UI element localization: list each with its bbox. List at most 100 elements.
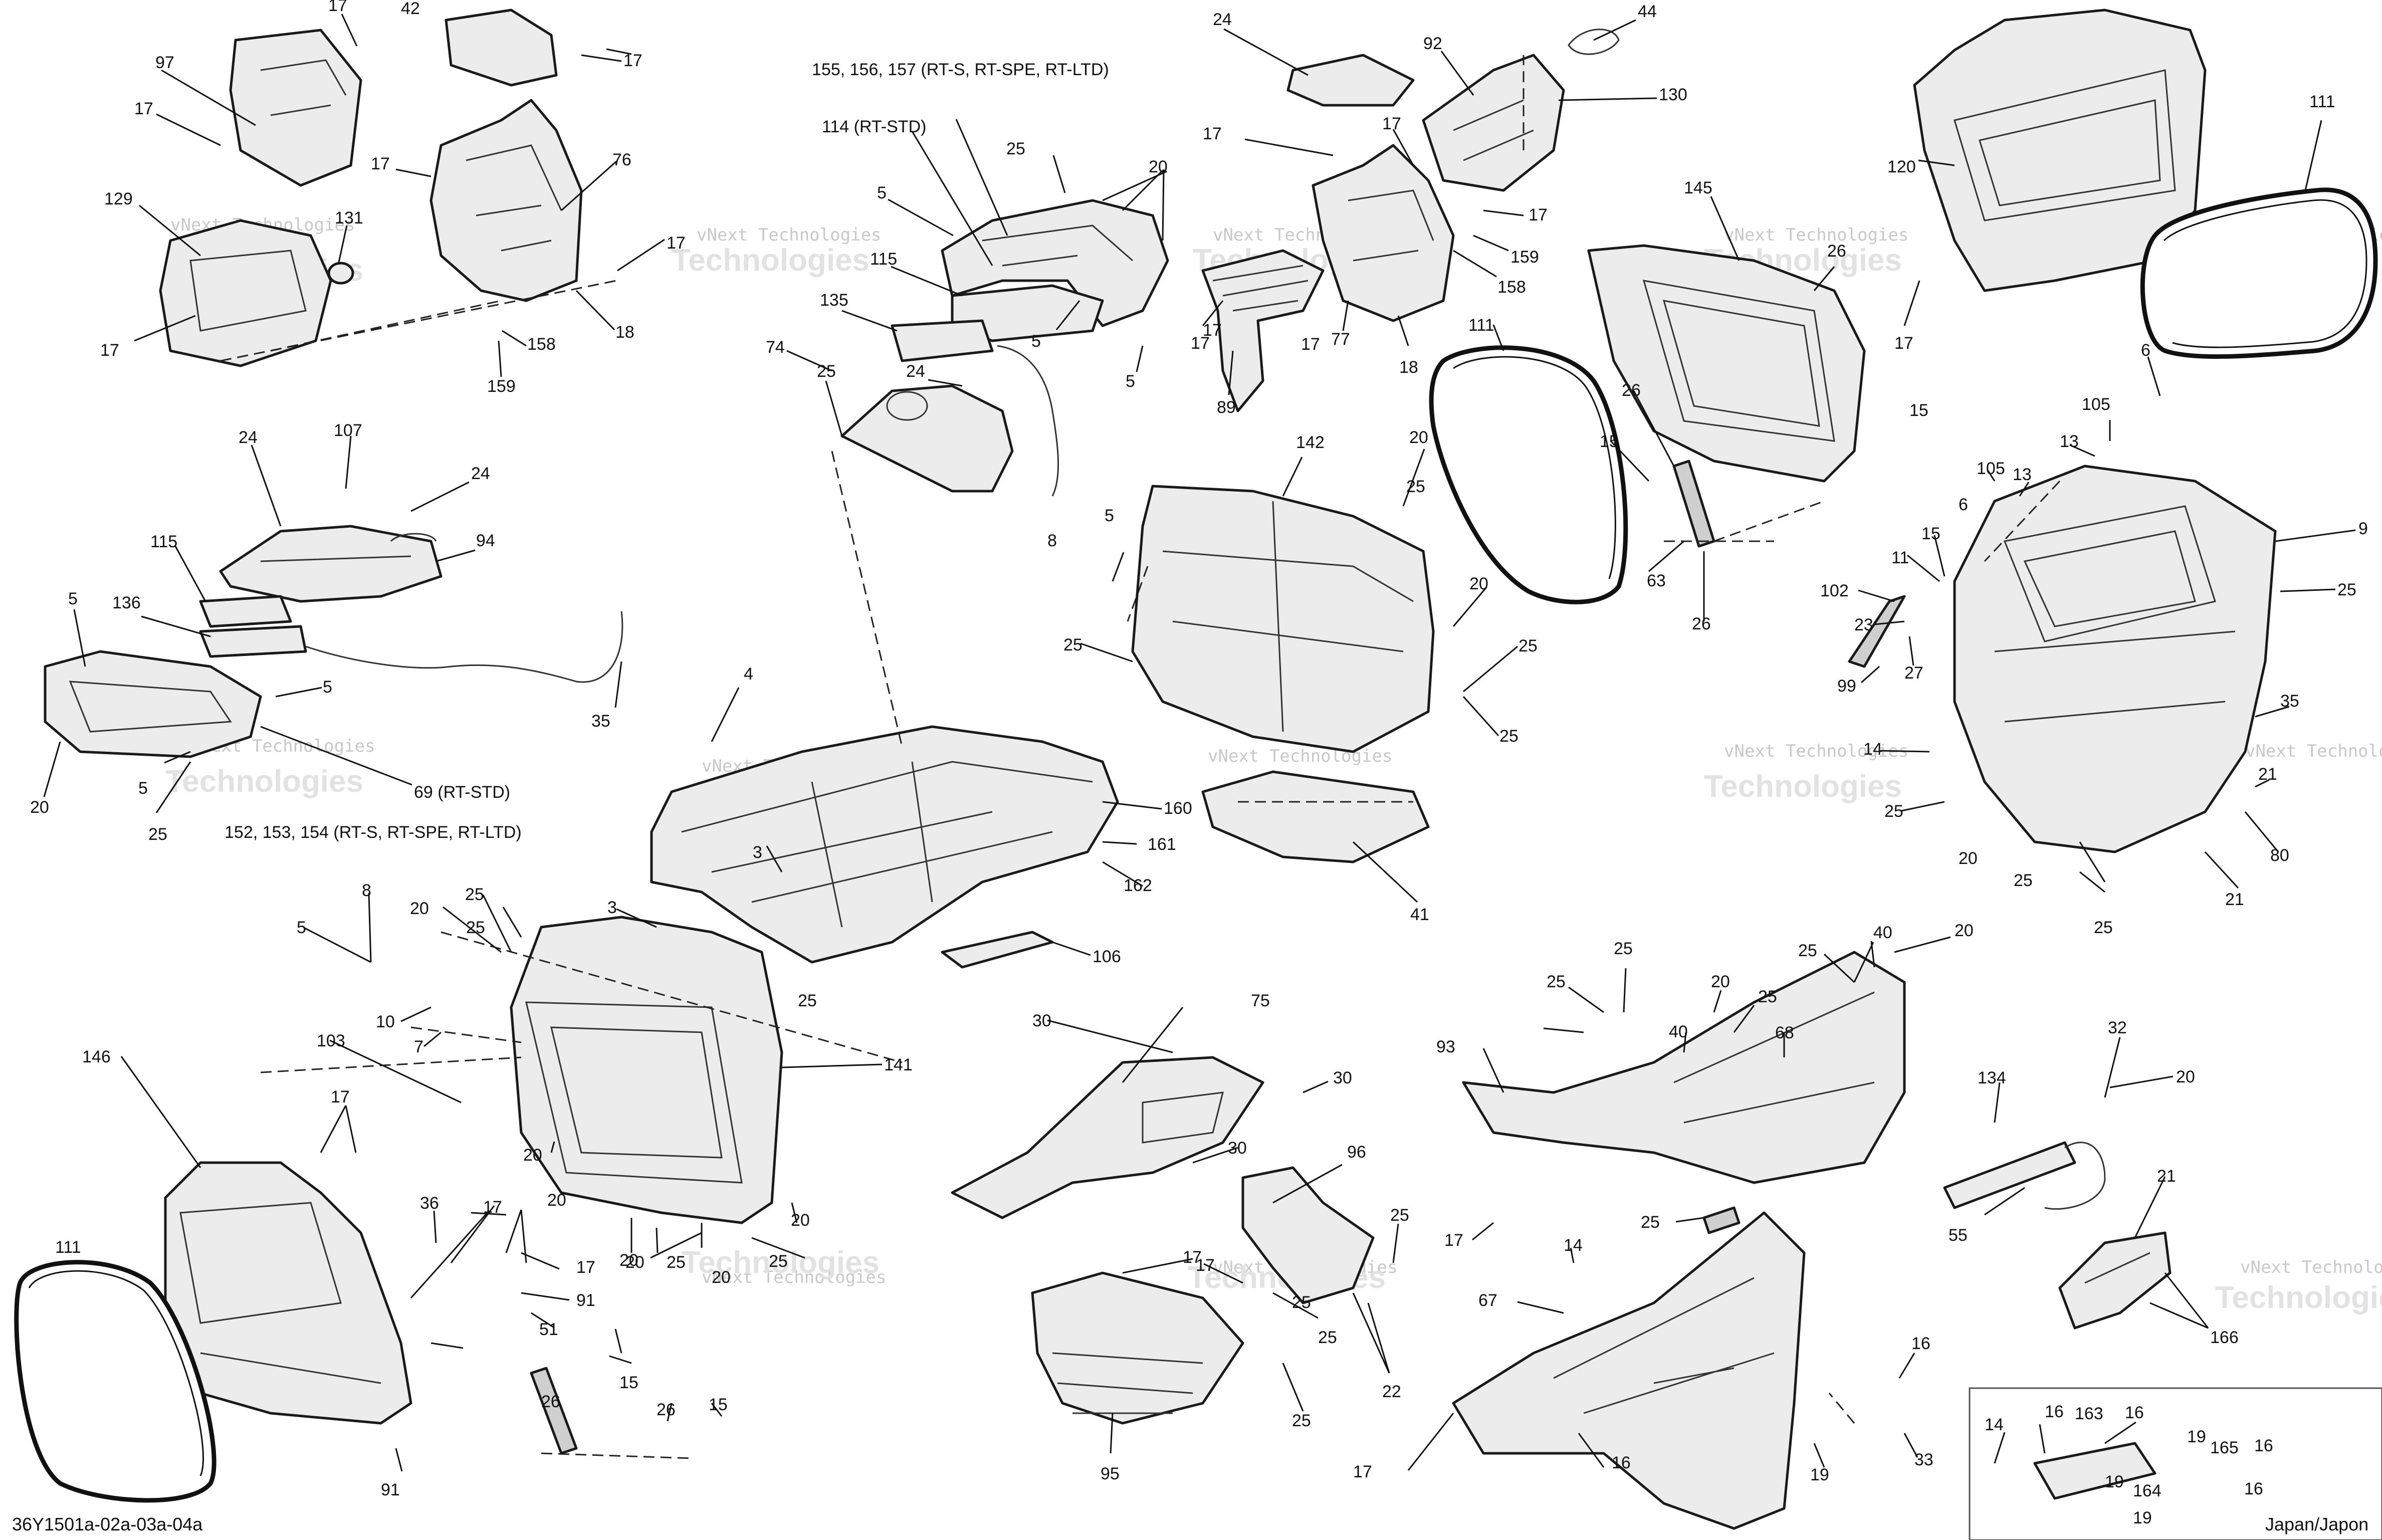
callout-label: 69 (RT-STD) (414, 783, 510, 802)
callout-label: 92 (1423, 34, 1442, 53)
callout-label: 24 (471, 464, 490, 483)
callout-label: 146 (82, 1047, 111, 1066)
callout-label: 20 (1469, 574, 1488, 593)
callout-label: 5 (1031, 332, 1041, 351)
callout-label: 14 (1985, 1415, 2004, 1434)
callout-label: 17 (1191, 334, 1210, 353)
callout-label: 93 (1436, 1037, 1455, 1056)
callout-label: 105 (2082, 395, 2110, 414)
watermark: Technologies (1704, 769, 1902, 804)
callout-label: 30 (1032, 1011, 1051, 1030)
callout-label: 3 (753, 843, 762, 862)
callout-label: 21 (2157, 1167, 2176, 1186)
part-74 (840, 384, 1014, 493)
callout-label: 91 (576, 1291, 595, 1310)
callout-label: 26 (657, 1400, 676, 1419)
callout-label: 9 (2358, 519, 2368, 538)
callout-label: 25 (1390, 1206, 1409, 1225)
callout-label: 6 (1959, 495, 1968, 514)
part-155-156-157 (941, 199, 1169, 327)
callout-label: 75 (1251, 991, 1270, 1010)
watermark: Technologies (2215, 1280, 2382, 1315)
callout-label: 8 (1047, 531, 1057, 550)
callout-label: 15 (1909, 401, 1928, 420)
callout-label: 20 (1959, 849, 1978, 868)
callout-label: 97 (155, 53, 174, 72)
part-63 (1672, 460, 1715, 548)
callout-label: 107 (334, 421, 362, 440)
callout-label: 17 (483, 1198, 502, 1217)
callout-label: 159 (487, 377, 516, 396)
callout-label: 15 (709, 1395, 728, 1414)
callout-label: 5 (877, 183, 887, 202)
callout-label: 161 (1148, 835, 1176, 854)
callout-label: 20 (2176, 1067, 2195, 1086)
callout-label: 106 (1093, 947, 1121, 966)
watermark: vNext Technologies (697, 225, 881, 245)
callout-label: 25 (148, 825, 167, 844)
callout-label: 16 (2125, 1403, 2144, 1422)
callout-label: 25 (2014, 871, 2033, 890)
callout-label: 80 (2270, 846, 2289, 865)
callout-label: 20 (523, 1146, 542, 1165)
callout-label: 166 (2210, 1328, 2239, 1347)
callout-label: 5 (323, 678, 332, 697)
part-142 (1162, 501, 1414, 732)
part-26 (530, 1367, 578, 1455)
callout-label: 17 (1444, 1231, 1463, 1250)
part-145 (1642, 280, 1835, 442)
callout-label: 21 (2225, 890, 2244, 909)
part-44 (1286, 54, 1415, 107)
callout-label: 25 (1614, 939, 1633, 958)
part-102 (1848, 595, 1906, 668)
part-77 (1312, 144, 1455, 322)
callout-label: 103 (317, 1031, 345, 1050)
part-69 (44, 650, 262, 758)
callout-label: 135 (820, 291, 848, 310)
callout-label: 67 (1478, 1291, 1497, 1310)
callout-label: 24 (239, 428, 258, 447)
seal-111-top (2163, 199, 2367, 348)
part-163 (2033, 1442, 2156, 1500)
watermark: Technologies (672, 243, 870, 278)
callout-label: 105 (1977, 459, 2005, 478)
part-95 (1052, 1352, 1203, 1414)
callout-label: 20 (1409, 428, 1428, 447)
callout-label: 35 (591, 712, 610, 731)
part-142 (1131, 485, 1435, 753)
seal-111-mid (1453, 356, 1616, 579)
callout-label: 145 (1684, 178, 1712, 197)
part-80 (1953, 465, 2277, 853)
callout-label: 25 (769, 1252, 788, 1271)
part-89 (1201, 249, 1325, 412)
callout-label: 27 (1904, 664, 1923, 683)
callout-label: 162 (1124, 876, 1152, 895)
part-130 (1453, 99, 1534, 161)
callout-label: 25 (1641, 1213, 1660, 1232)
callout-label: 19 (2187, 1427, 2206, 1446)
callout-label: 25 (667, 1253, 686, 1272)
callout-label: 120 (1887, 157, 1916, 176)
callout-label: 4 (744, 665, 753, 684)
part-120 (1954, 69, 2176, 222)
callout-label: 17 (1196, 1256, 1215, 1275)
callout-label: 141 (884, 1055, 913, 1074)
callout-label: 25 (1884, 802, 1903, 821)
callout-label: 17 (100, 341, 119, 360)
callout-label: 76 (612, 150, 631, 169)
callout-label: 115 (870, 250, 897, 269)
callout-label: 152, 153, 154 (RT-S, RT-SPE, RT-LTD) (225, 823, 522, 842)
callout-label: 3 (607, 898, 617, 917)
callout-label: 25 (2094, 918, 2113, 937)
region-label: Japan/Japon (2265, 1514, 2368, 1534)
part-41 (1201, 770, 1430, 863)
callout-label: 23 (1854, 615, 1873, 634)
part-129 (159, 219, 332, 367)
callout-label: 17 (1353, 1462, 1372, 1481)
callout-label: 102 (1820, 581, 1849, 600)
callout-label: 36 (420, 1194, 439, 1213)
watermark: vNext Technologies (1724, 225, 1908, 245)
callout-label: 131 (335, 208, 363, 228)
callout-label: 42 (401, 0, 420, 18)
callout-label: 7 (414, 1037, 423, 1056)
